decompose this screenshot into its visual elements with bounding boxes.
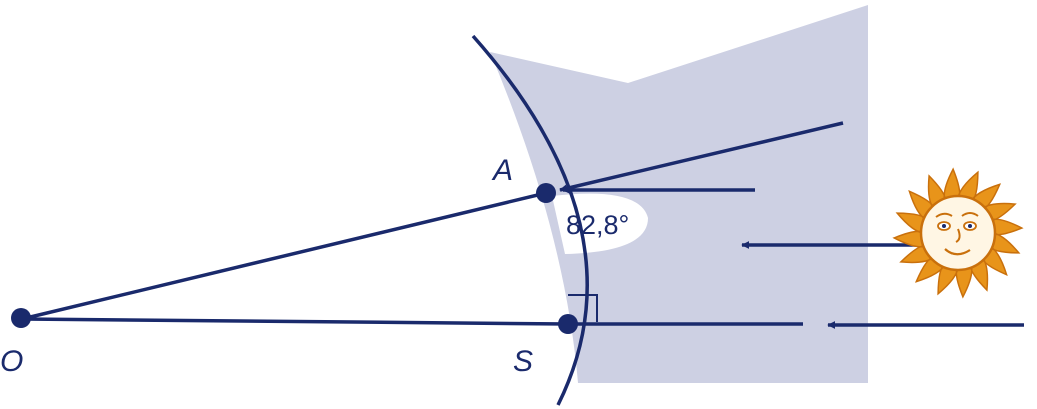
point-s-dot	[558, 314, 578, 334]
point-a-dot	[536, 183, 556, 203]
sun-pupil-right	[968, 224, 972, 228]
sun-nose	[955, 228, 961, 243]
shaded-region	[490, 5, 868, 383]
sun-icon	[892, 167, 1024, 299]
sun-pupil-left	[942, 224, 946, 228]
sun-face	[919, 194, 997, 272]
label-point-a: A	[491, 154, 513, 187]
arrow-ray-diagonal	[559, 121, 844, 193]
sun-mouth	[944, 248, 971, 256]
line-o-s	[21, 317, 569, 326]
right-angle-marker	[568, 294, 598, 322]
sun-eyebrow-left	[935, 212, 953, 218]
label-point-s: S	[513, 345, 533, 378]
point-o-dot	[11, 308, 31, 328]
label-angle: 82,8°	[566, 210, 629, 240]
earth-arc	[471, 34, 589, 406]
line-o-a	[21, 191, 547, 321]
sun-eyebrow-right	[961, 212, 979, 217]
label-point-o: O	[0, 345, 23, 378]
